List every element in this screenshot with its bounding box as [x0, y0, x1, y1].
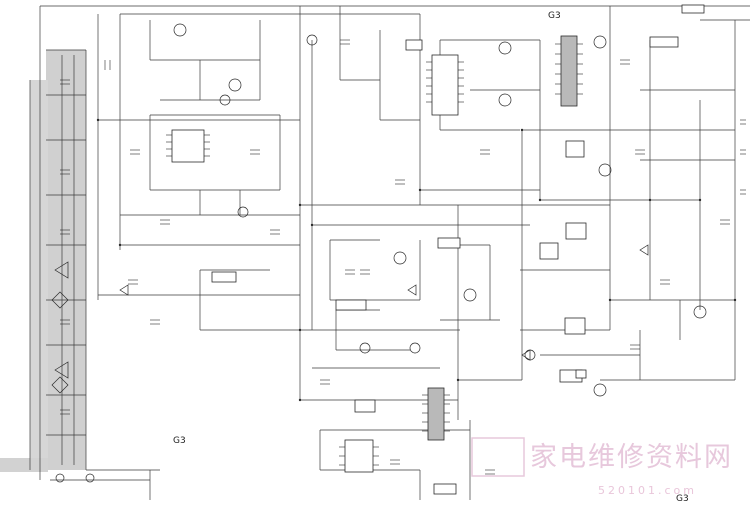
diodes	[51, 244, 649, 394]
transistor-q2	[228, 78, 242, 92]
wiring	[29, 5, 750, 500]
ic-u4	[427, 387, 445, 441]
ic-u10	[565, 222, 587, 240]
watermark-text: 家电维修资料网	[530, 442, 733, 473]
ic-u11	[539, 242, 559, 260]
ic-u3	[560, 35, 578, 107]
watermark: 家电维修资料网 520101.com	[471, 437, 733, 497]
ic-u12	[564, 317, 586, 335]
ic-u14	[433, 483, 457, 495]
transistor-q5	[498, 93, 512, 107]
label-g3-mid: G3	[173, 436, 186, 446]
transistor-q18	[237, 206, 249, 218]
label-g3-top: G3	[548, 11, 561, 21]
transistor-q17	[85, 473, 95, 483]
ic-u16	[335, 299, 367, 311]
transistor-q1	[173, 23, 187, 37]
ic-u15	[649, 36, 679, 48]
transistor-q7	[463, 288, 477, 302]
ic-u7	[437, 237, 461, 249]
highlight-band	[0, 50, 86, 472]
ic-u5	[344, 439, 374, 473]
ic-u19	[575, 369, 587, 379]
transistor-q6	[598, 163, 612, 177]
transistor-q8	[393, 251, 407, 265]
junction-dots	[96, 118, 737, 402]
ic-chips	[171, 4, 705, 495]
transistor-q15	[359, 342, 371, 354]
transistor-q4	[593, 35, 607, 49]
ic-u6	[211, 271, 237, 283]
ic-pins	[166, 43, 583, 466]
ic-u9	[565, 140, 585, 158]
ic-u1	[171, 129, 205, 163]
transistor-q13	[219, 94, 231, 106]
watermark-url: 520101.com	[598, 484, 697, 497]
ic-u17	[681, 4, 705, 14]
ic-u2	[431, 54, 459, 116]
transistors	[55, 23, 707, 483]
transistor-q9	[693, 305, 707, 319]
ic-u8	[405, 39, 423, 51]
transistor-q14	[409, 342, 421, 354]
watermark-frame	[471, 437, 525, 477]
transistor-q10	[593, 383, 607, 397]
ic-u18	[354, 399, 376, 413]
transistor-q16	[55, 473, 65, 483]
passive-components	[60, 39, 746, 475]
transistor-q12	[306, 34, 318, 46]
transistor-q3	[498, 41, 512, 55]
label-g3-bottom: G3	[676, 494, 689, 504]
